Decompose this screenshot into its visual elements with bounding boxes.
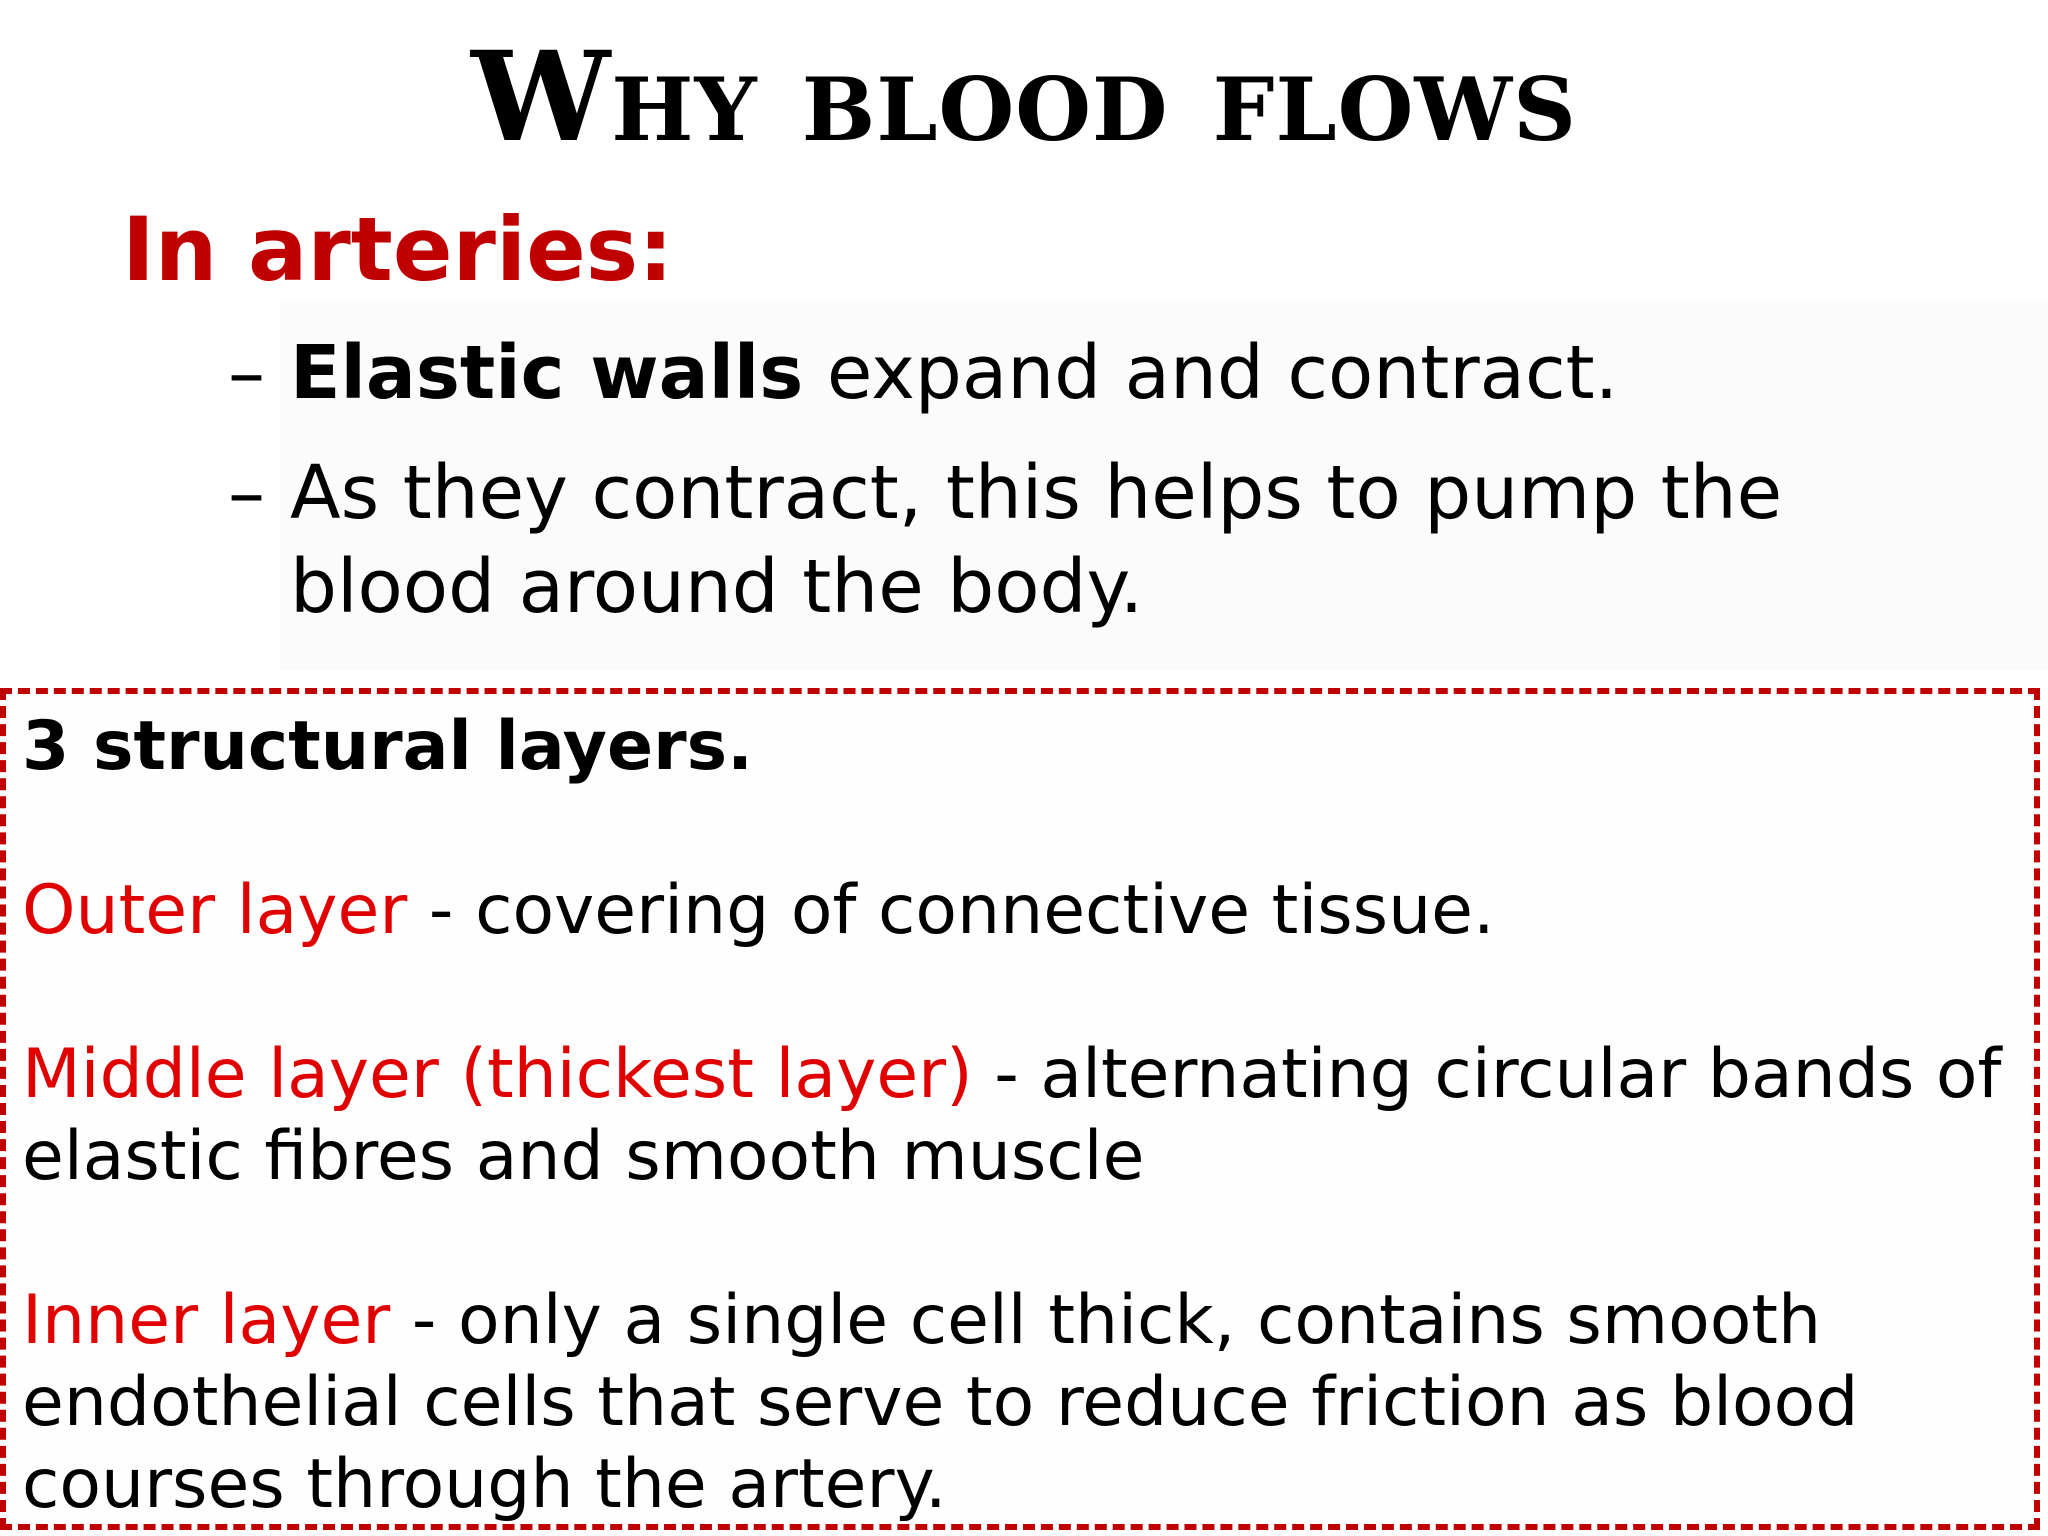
bullet-dash: – <box>228 330 265 416</box>
outer-layer-desc: - covering of connective tissue. <box>407 871 1495 950</box>
outer-layer-label: Outer layer <box>22 871 408 950</box>
middle-layer-desc-2: elastic fibres and smooth muscle <box>22 1117 1145 1196</box>
bullet-text-line1: As they contract, this helps to pump the <box>290 450 1783 536</box>
bullet-text-line2: blood around the body. <box>290 544 1144 630</box>
inner-layer-desc-2: endothelial cells that serve to reduce f… <box>22 1363 1859 1442</box>
bullet-rest: expand and contract. <box>803 330 1619 416</box>
layers-box-title: 3 structural layers. <box>22 707 753 786</box>
bullet-text: Elastic walls expand and contract. <box>290 326 1618 420</box>
middle-layer-desc-1: - alternating circular bands of <box>972 1035 2002 1114</box>
bullet-bold-term: Elastic walls <box>290 330 804 416</box>
middle-layer-line: Middle layer (thickest layer) - alternat… <box>22 1034 2001 1116</box>
section-heading: In arteries: <box>122 198 674 301</box>
inner-layer-desc-3: courses through the artery. <box>22 1445 947 1524</box>
outer-layer-line: Outer layer - covering of connective tis… <box>22 870 1495 952</box>
slide-title: Why blood flows <box>471 25 1577 170</box>
inner-layer-desc-1: - only a single cell thick, contains smo… <box>390 1281 1822 1360</box>
layers-box <box>0 688 2040 1530</box>
middle-layer-label: Middle layer (thickest layer) <box>22 1035 973 1114</box>
bullet-background <box>280 300 2048 670</box>
inner-layer-label: Inner layer <box>22 1281 391 1360</box>
bullet-dash: – <box>228 450 265 536</box>
inner-layer-line: Inner layer - only a single cell thick, … <box>22 1280 1821 1362</box>
